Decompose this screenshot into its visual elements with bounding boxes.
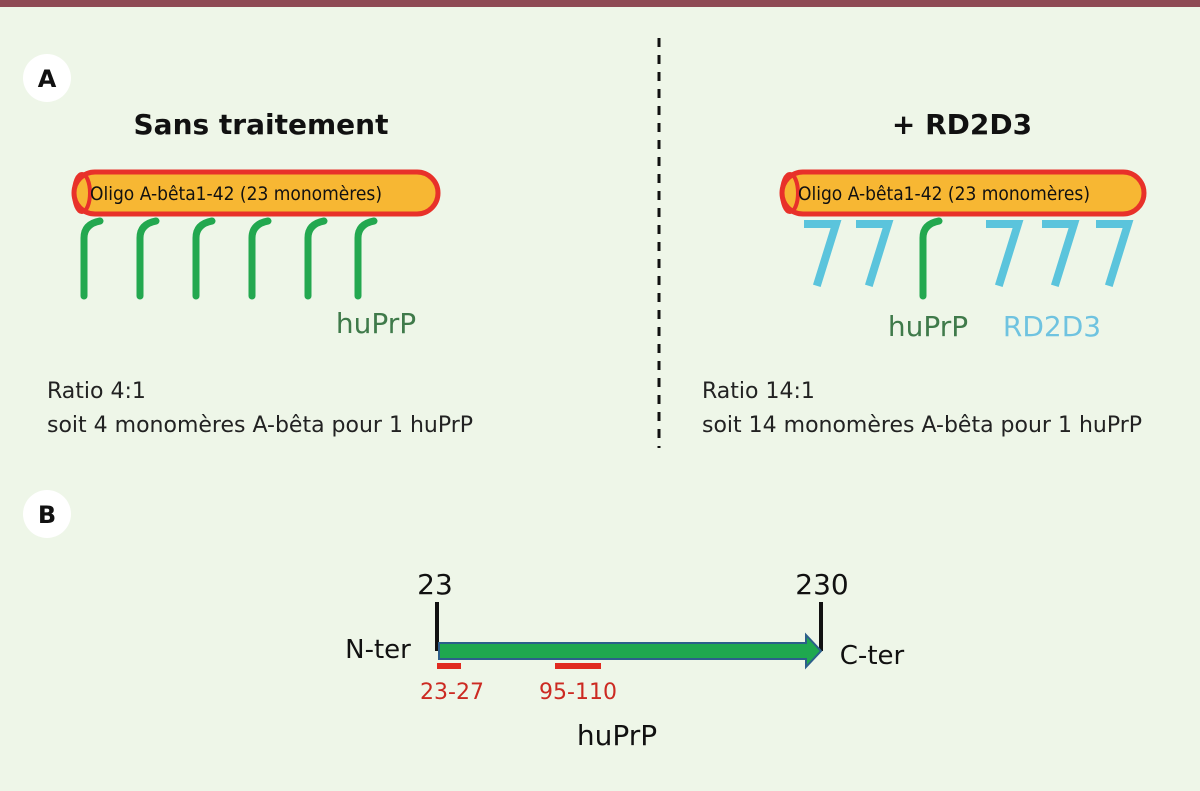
badge-a: A [23,54,71,102]
badge-b-label: B [38,501,56,529]
rd2d3-molecule [856,220,894,288]
huprp-hook [354,217,378,300]
start-position-label: 23 [417,568,453,601]
segment-95-110-bar [555,663,601,669]
top-accent-bar [0,0,1200,7]
left-huprp-hooks [80,217,378,300]
left-heading: Sans traitement [134,108,389,141]
huprp-hook [80,217,104,300]
right-oligo-bar: Oligo A-bêta1-42 (23 monomères) [779,169,1147,217]
right-heading: + RD2D3 [892,108,1032,141]
badge-b: B [23,490,71,538]
sequence-arrow [438,632,823,670]
rd2d3-molecule [1096,220,1134,288]
right-oligo-label: Oligo A-bêta1-42 (23 monomères) [798,183,1090,205]
protein-label: huPrP [577,719,657,752]
rd2d3-molecules [804,220,1134,288]
rd2d3-molecule [986,220,1024,288]
c-terminus-label: C-ter [840,641,905,671]
left-oligo-bar: Oligo A-bêta1-42 (23 monomères) [71,169,441,217]
huprp-hook [304,217,328,300]
rd2d3-molecule [804,220,842,288]
huprp-hook [192,217,216,300]
end-position-label: 230 [795,568,848,601]
right-ratio-line1: Ratio 14:1 [702,379,815,404]
n-terminus-label: N-ter [345,635,411,665]
left-ratio-line2: soit 4 monomères A-bêta pour 1 huPrP [47,413,473,438]
right-huprp-label: huPrP [888,310,968,343]
segment-95-110-label: 95-110 [539,680,617,705]
left-ratio-line1: Ratio 4:1 [47,379,146,404]
right-huprp-hook [919,217,943,300]
right-ratio-line2: soit 14 monomères A-bêta pour 1 huPrP [702,413,1142,438]
badge-a-label: A [38,65,57,93]
left-huprp-label: huPrP [336,307,416,340]
rd2d3-molecule [1042,220,1080,288]
right-rd2d3-label: RD2D3 [1003,310,1101,343]
left-oligo-label: Oligo A-bêta1-42 (23 monomères) [90,183,382,205]
segment-23-27-bar [437,663,461,669]
huprp-hook [248,217,272,300]
huprp-hook [136,217,160,300]
segment-23-27-label: 23-27 [420,680,484,705]
